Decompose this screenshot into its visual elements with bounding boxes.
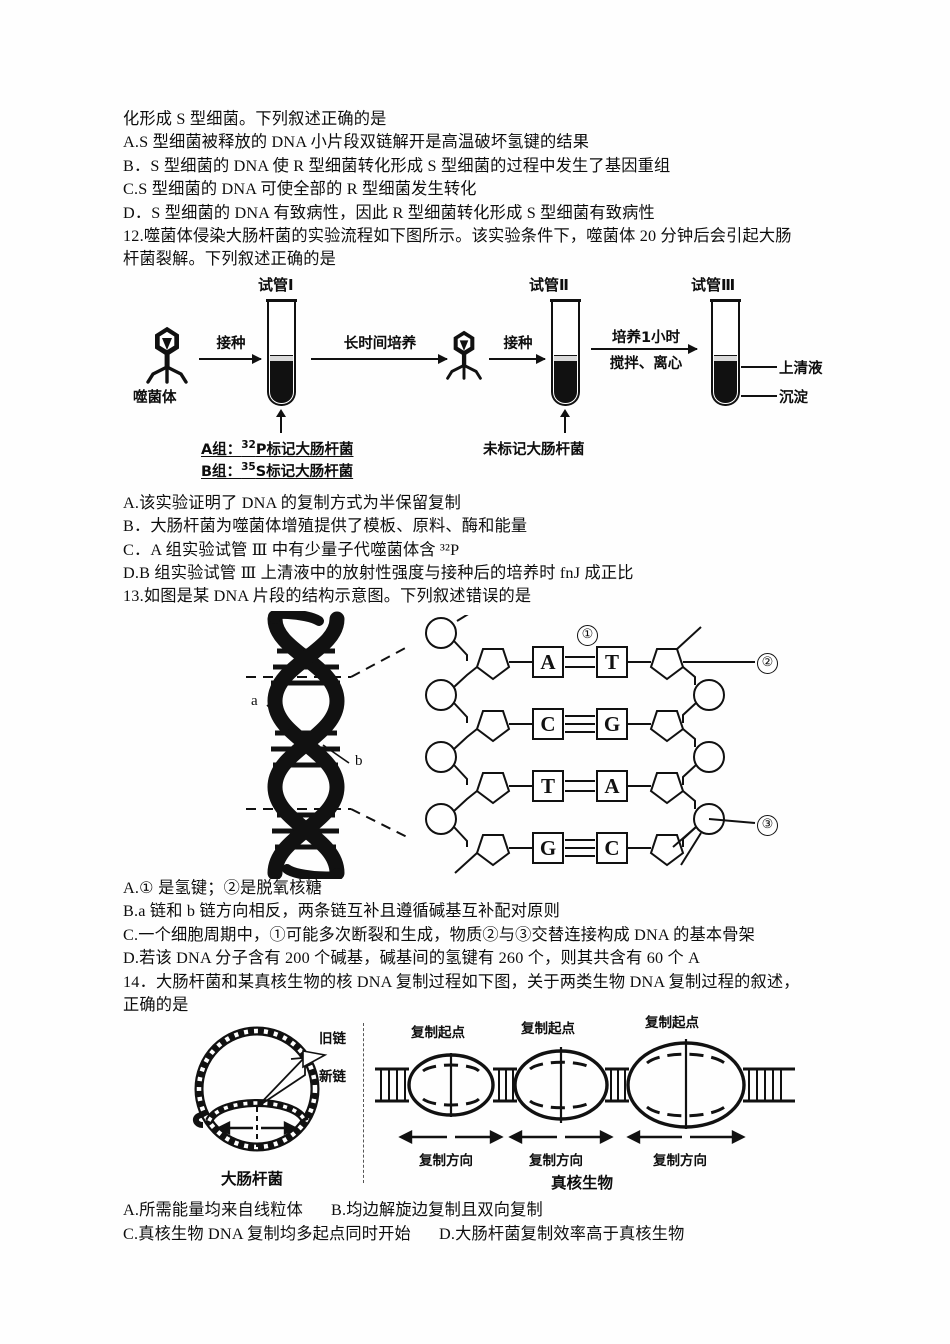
direction-label-2: 复制方向 (529, 1153, 583, 1170)
svg-text:T: T (541, 774, 555, 798)
q14-option-d: D.大肠杆菌复制效率高于真核生物 (438, 1224, 685, 1243)
q13-option-d: D.若该 DNA 分子含有 200 个碱基，碱基间的氢键有 260 个，则其共含… (123, 949, 701, 968)
q14-options-row1: A.所需能量均来自线粒体 B.均边解旋边复制且双向复制 (123, 1199, 829, 1222)
arrow-4 (591, 343, 698, 354)
q14-option-b: B.均边解旋边复制且双向复制 (331, 1201, 543, 1220)
svg-text:C: C (604, 836, 619, 860)
phage-label-1: 噬菌体 (133, 389, 177, 406)
phage-icon-2 (446, 330, 482, 380)
figure-phage-infection-flow: 试管Ⅰ 试管Ⅱ 试管Ⅲ 噬菌体 接种 (123, 274, 829, 492)
q12-option-a: A.该实验证明了 DNA 的复制方式为半保留复制 (123, 493, 461, 512)
group-a-text: P标记大肠杆菌 (255, 441, 354, 458)
direction-label-1: 复制方向 (419, 1153, 473, 1170)
q14-stem-line2: 正确的是 (123, 995, 189, 1014)
page-content: 化形成 S 型细菌。下列叙述正确的是 A.S 型细菌被释放的 DNA 小片段双链… (123, 108, 829, 1246)
step-label-3: 接种 (503, 335, 533, 352)
q12-stem-line2: 杆菌裂解。下列叙述正确的是 (123, 250, 337, 269)
q12-option-c: C．A 组实验试管 Ⅲ 中有少量子代噬菌体含 ³²P (123, 540, 460, 559)
group-a-prefix: A组： (201, 441, 242, 458)
tube-title-1: 试管Ⅰ (258, 275, 294, 294)
nucleotide-ladder: A T C G (425, 614, 756, 874)
q11-option-d: D．S 型细菌的 DNA 有致病性，因此 R 型细菌转化形成 S 型细菌有致病性 (123, 203, 655, 222)
q11-stem-tail: 化形成 S 型细菌。下列叙述正确的是 (123, 110, 387, 128)
label-precipitate: 沉淀 (779, 389, 808, 406)
q14-option-a: A.所需能量均来自线粒体 (123, 1201, 304, 1220)
test-tube-1 (266, 298, 297, 406)
panel-divider (363, 1023, 364, 1184)
q13-option-b: B.a 链和 b 链方向相反，两条链互补且遵循碱基互补配对原则 (123, 902, 560, 921)
group-a-caption: A组：32P标记大肠杆菌 (201, 438, 354, 459)
origin-label-3: 复制起点 (645, 1015, 699, 1032)
svg-text:A: A (604, 774, 620, 798)
q12-stem-line1: 12.噬菌体侵染大肠杆菌的实验流程如下图所示。该实验条件下，噬菌体 20 分钟后… (123, 227, 792, 246)
q12-option-d: D.B 组实验试管 Ⅲ 上清液中的放射性强度与接种后的培养时 fnJ 成正比 (123, 564, 634, 583)
group-b-text: S标记大肠杆菌 (255, 463, 354, 480)
helix-label-b: b (355, 752, 363, 769)
tube2-pointer-arrow (558, 408, 571, 433)
step-label-1: 接种 (216, 335, 246, 352)
q14-option-c: C.真核生物 DNA 复制均多起点同时开始 (123, 1224, 411, 1243)
old-strand-label: 旧链 (319, 1031, 346, 1048)
eukaryote-caption: 真核生物 (551, 1174, 614, 1193)
q11-option-a: A.S 型细菌被释放的 DNA 小片段双链解开是高温破坏氢键的结果 (123, 133, 590, 152)
callout-1: ① (577, 624, 598, 646)
zoom-connector-lines (246, 643, 412, 840)
label-supernatant: 上清液 (779, 360, 823, 377)
step-label-2: 长时间培养 (343, 335, 417, 352)
ecoli-circular-replication (193, 1026, 328, 1152)
tube-title-3: 试管Ⅲ (691, 275, 736, 294)
group-b-isotope: 35 (241, 461, 256, 474)
origin-label-2: 复制起点 (521, 1021, 575, 1038)
origin-label-1: 复制起点 (411, 1025, 465, 1042)
callout-2: ② (757, 652, 778, 674)
eukaryote-multi-origin-replication (375, 1039, 795, 1145)
q13-stem: 13.如图是某 DNA 片段的结构示意图。下列叙述错误的是 (123, 587, 532, 606)
ecoli-caption: 大肠杆菌 (221, 1170, 284, 1189)
leader-supernatant (741, 365, 777, 368)
test-tube-3 (710, 298, 741, 406)
svg-text:G: G (604, 712, 620, 736)
group-b-prefix: B组： (201, 463, 242, 480)
callout-3: ③ (757, 814, 778, 836)
arrow-3 (489, 353, 546, 364)
svg-text:T: T (605, 650, 619, 674)
leader-precipitate (741, 394, 777, 397)
svg-text:C: C (540, 712, 555, 736)
dna-double-helix (266, 610, 350, 879)
unlabeled-ecoli-caption: 未标记大肠杆菌 (483, 441, 585, 458)
group-a-isotope: 32 (241, 439, 256, 452)
svg-text:A: A (540, 650, 556, 674)
direction-label-3: 复制方向 (653, 1153, 707, 1170)
phage-icon-1 (146, 326, 188, 384)
helix-label-a: a (251, 692, 258, 709)
tube-title-2: 试管Ⅱ (529, 275, 569, 294)
q11-option-c: C.S 型细菌的 DNA 可使全部的 R 型细菌发生转化 (123, 180, 477, 199)
figure-dna-replication-comparison: 旧链 新链 大肠杆菌 (123, 1015, 829, 1199)
svg-text:G: G (540, 836, 556, 860)
q12-option-b: B．大肠杆菌为噬菌体增殖提供了模板、原料、酶和能量 (123, 517, 528, 536)
arrow-2 (311, 353, 448, 364)
step-label-4a: 培养1小时 (611, 329, 681, 346)
q13-option-a: A.① 是氢键；②是脱氧核糖 (123, 878, 322, 897)
q11-option-b: B．S 型细菌的 DNA 使 R 型细菌转化形成 S 型细菌的过程中发生了基因重… (123, 156, 671, 175)
arrow-1 (199, 353, 262, 364)
q14-options-row2: C.真核生物 DNA 复制均多起点同时开始 D.大肠杆菌复制效率高于真核生物 (123, 1223, 829, 1246)
group-b-caption: B组：35S标记大肠杆菌 (201, 460, 353, 481)
q13-option-c: C.一个细胞周期中，①可能多次断裂和生成，物质②与③交替连接构成 DNA 的基本… (123, 925, 756, 944)
test-tube-2 (550, 298, 581, 406)
step-label-4b: 搅拌、离心 (609, 355, 683, 372)
new-strand-label: 新链 (319, 1069, 346, 1086)
figure-dna-segment-structure: a b (123, 609, 829, 879)
tube1-pointer-arrow (274, 408, 287, 433)
q14-stem-line1: 14．大肠杆菌和某真核生物的核 DNA 复制过程如下图，关于两类生物 DNA 复… (123, 972, 800, 991)
